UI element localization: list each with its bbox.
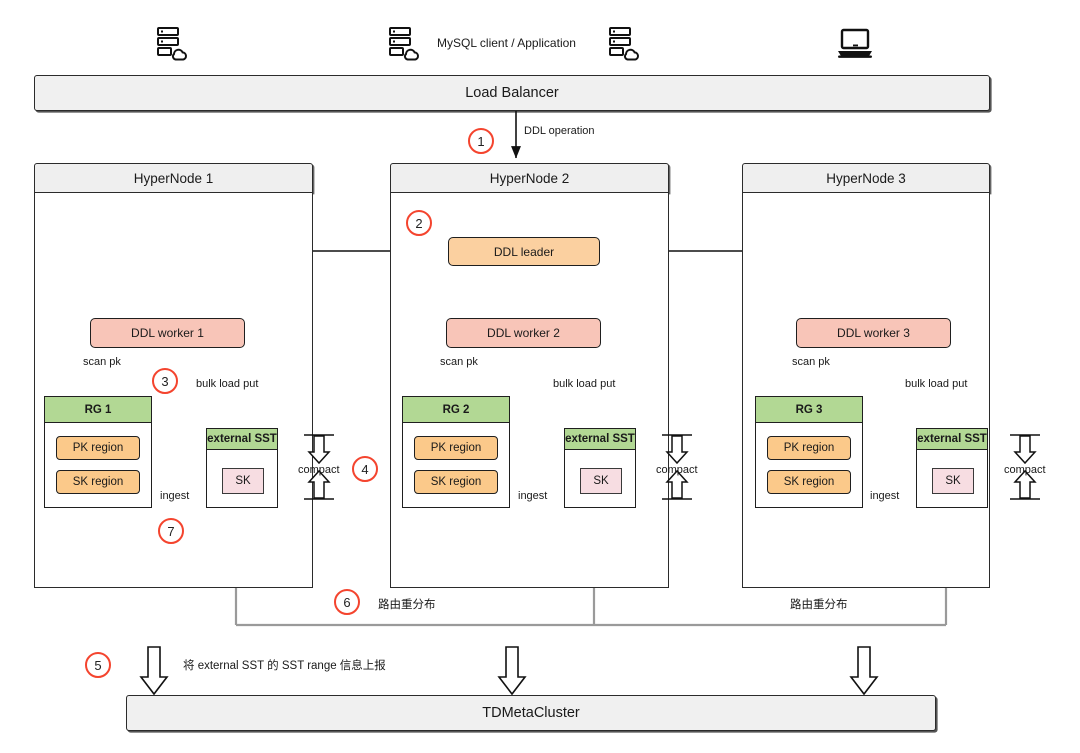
route-redistribute-label-right: 路由重分布	[790, 599, 848, 611]
sk-region-3-label: SK region	[783, 476, 835, 488]
step-marker-6: 6	[334, 589, 360, 615]
load-balancer-label: Load Balancer	[465, 85, 559, 101]
sk-3-label: SK	[945, 475, 961, 487]
step-number: 2	[415, 215, 423, 231]
pk-region-1-label: PK region	[72, 442, 124, 454]
tdmetacluster-label: TDMetaCluster	[482, 705, 580, 721]
load-balancer-box: Load Balancer	[34, 75, 990, 111]
rg-3-label: RG 3	[795, 403, 823, 416]
rg-3-header: RG 3	[755, 396, 863, 423]
step-marker-2: 2	[406, 210, 432, 236]
sk-region-1-box: SK region	[56, 470, 140, 494]
ddl-worker-3-label: DDL worker 3	[837, 326, 910, 340]
pk-region-2-box: PK region	[414, 436, 498, 460]
ddl-leader-label: DDL leader	[493, 244, 555, 259]
external-sst-2-header: external SST	[564, 428, 636, 450]
sk-region-2-label: SK region	[430, 476, 482, 488]
ddl-worker-1-box: DDL worker 1	[90, 318, 245, 348]
external-sst-2-label: external SST	[565, 433, 635, 445]
hypernode-3-title: HyperNode 3	[826, 170, 906, 186]
ddl-worker-2-label: DDL worker 2	[487, 326, 560, 340]
bulk-load-put-label-2: bulk load put	[553, 378, 616, 390]
external-sst-1-header: external SST	[206, 428, 278, 450]
compact-label-2: compact	[656, 464, 698, 476]
sk-3-box: SK	[932, 468, 974, 494]
external-sst-1-label: external SST	[207, 433, 277, 445]
tdmetacluster-box: TDMetaCluster	[126, 695, 936, 731]
step-marker-5: 5	[85, 652, 111, 678]
ingest-label-3: ingest	[870, 490, 900, 502]
hypernode-1-header: HyperNode 1	[34, 163, 313, 193]
rg-1-header: RG 1	[44, 396, 152, 423]
compact-label-1: compact	[298, 464, 340, 476]
rg-2-label: RG 2	[442, 403, 470, 416]
sk-region-3-box: SK region	[767, 470, 851, 494]
sk-2-label: SK	[593, 475, 609, 487]
sk-2-box: SK	[580, 468, 622, 494]
bulk-load-put-label-1: bulk load put	[196, 378, 259, 390]
scan-pk-label-3: scan pk	[792, 356, 830, 368]
ddl-worker-1-label: DDL worker 1	[131, 326, 204, 340]
step-marker-7: 7	[158, 518, 184, 544]
pk-region-2-label: PK region	[430, 442, 482, 454]
ingest-label-1: ingest	[160, 490, 190, 502]
pk-region-1-box: PK region	[56, 436, 140, 460]
ddl-operation-label: DDL operation	[524, 125, 595, 137]
ingest-label-2: ingest	[518, 490, 548, 502]
step-marker-4: 4	[352, 456, 378, 482]
report-sst-range-label: 将 external SST 的 SST range 信息上报	[183, 660, 386, 672]
hypernode-3-header: HyperNode 3	[742, 163, 990, 193]
ddl-leader-box: DDL leader	[448, 237, 600, 266]
ddl-worker-3-box: DDL worker 3	[796, 318, 951, 348]
bulk-load-put-label-3: bulk load put	[905, 378, 968, 390]
step-number: 5	[94, 657, 102, 673]
sk-1-box: SK	[222, 468, 264, 494]
step-number: 6	[343, 594, 351, 610]
step-number: 3	[161, 373, 169, 389]
sk-1-label: SK	[235, 475, 251, 487]
sk-region-2-box: SK region	[414, 470, 498, 494]
hypernode-2-title: HyperNode 2	[489, 170, 570, 186]
hypernode-3-panel	[742, 193, 990, 588]
pk-region-3-box: PK region	[767, 436, 851, 460]
ddl-worker-2-box: DDL worker 2	[446, 318, 601, 348]
sk-region-1-label: SK region	[72, 476, 124, 488]
hypernode-2-header: HyperNode 2	[390, 163, 669, 193]
scan-pk-label-2: scan pk	[440, 356, 478, 368]
hypernode-1-title: HyperNode 1	[133, 170, 214, 186]
external-sst-3-header: external SST	[916, 428, 988, 450]
compact-label-3: compact	[1004, 464, 1046, 476]
step-number: 7	[167, 523, 175, 539]
pk-region-3-label: PK region	[783, 442, 835, 454]
client-application-label: MySQL client / Application	[437, 36, 576, 50]
step-marker-1: 1	[468, 128, 494, 154]
step-number: 1	[477, 133, 485, 149]
step-marker-3: 3	[152, 368, 178, 394]
external-sst-3-label: external SST	[917, 433, 987, 445]
step-number: 4	[361, 461, 369, 477]
scan-pk-label-1: scan pk	[83, 356, 121, 368]
rg-1-label: RG 1	[84, 403, 112, 416]
rg-2-header: RG 2	[402, 396, 510, 423]
route-redistribute-label-left: 路由重分布	[378, 599, 436, 611]
